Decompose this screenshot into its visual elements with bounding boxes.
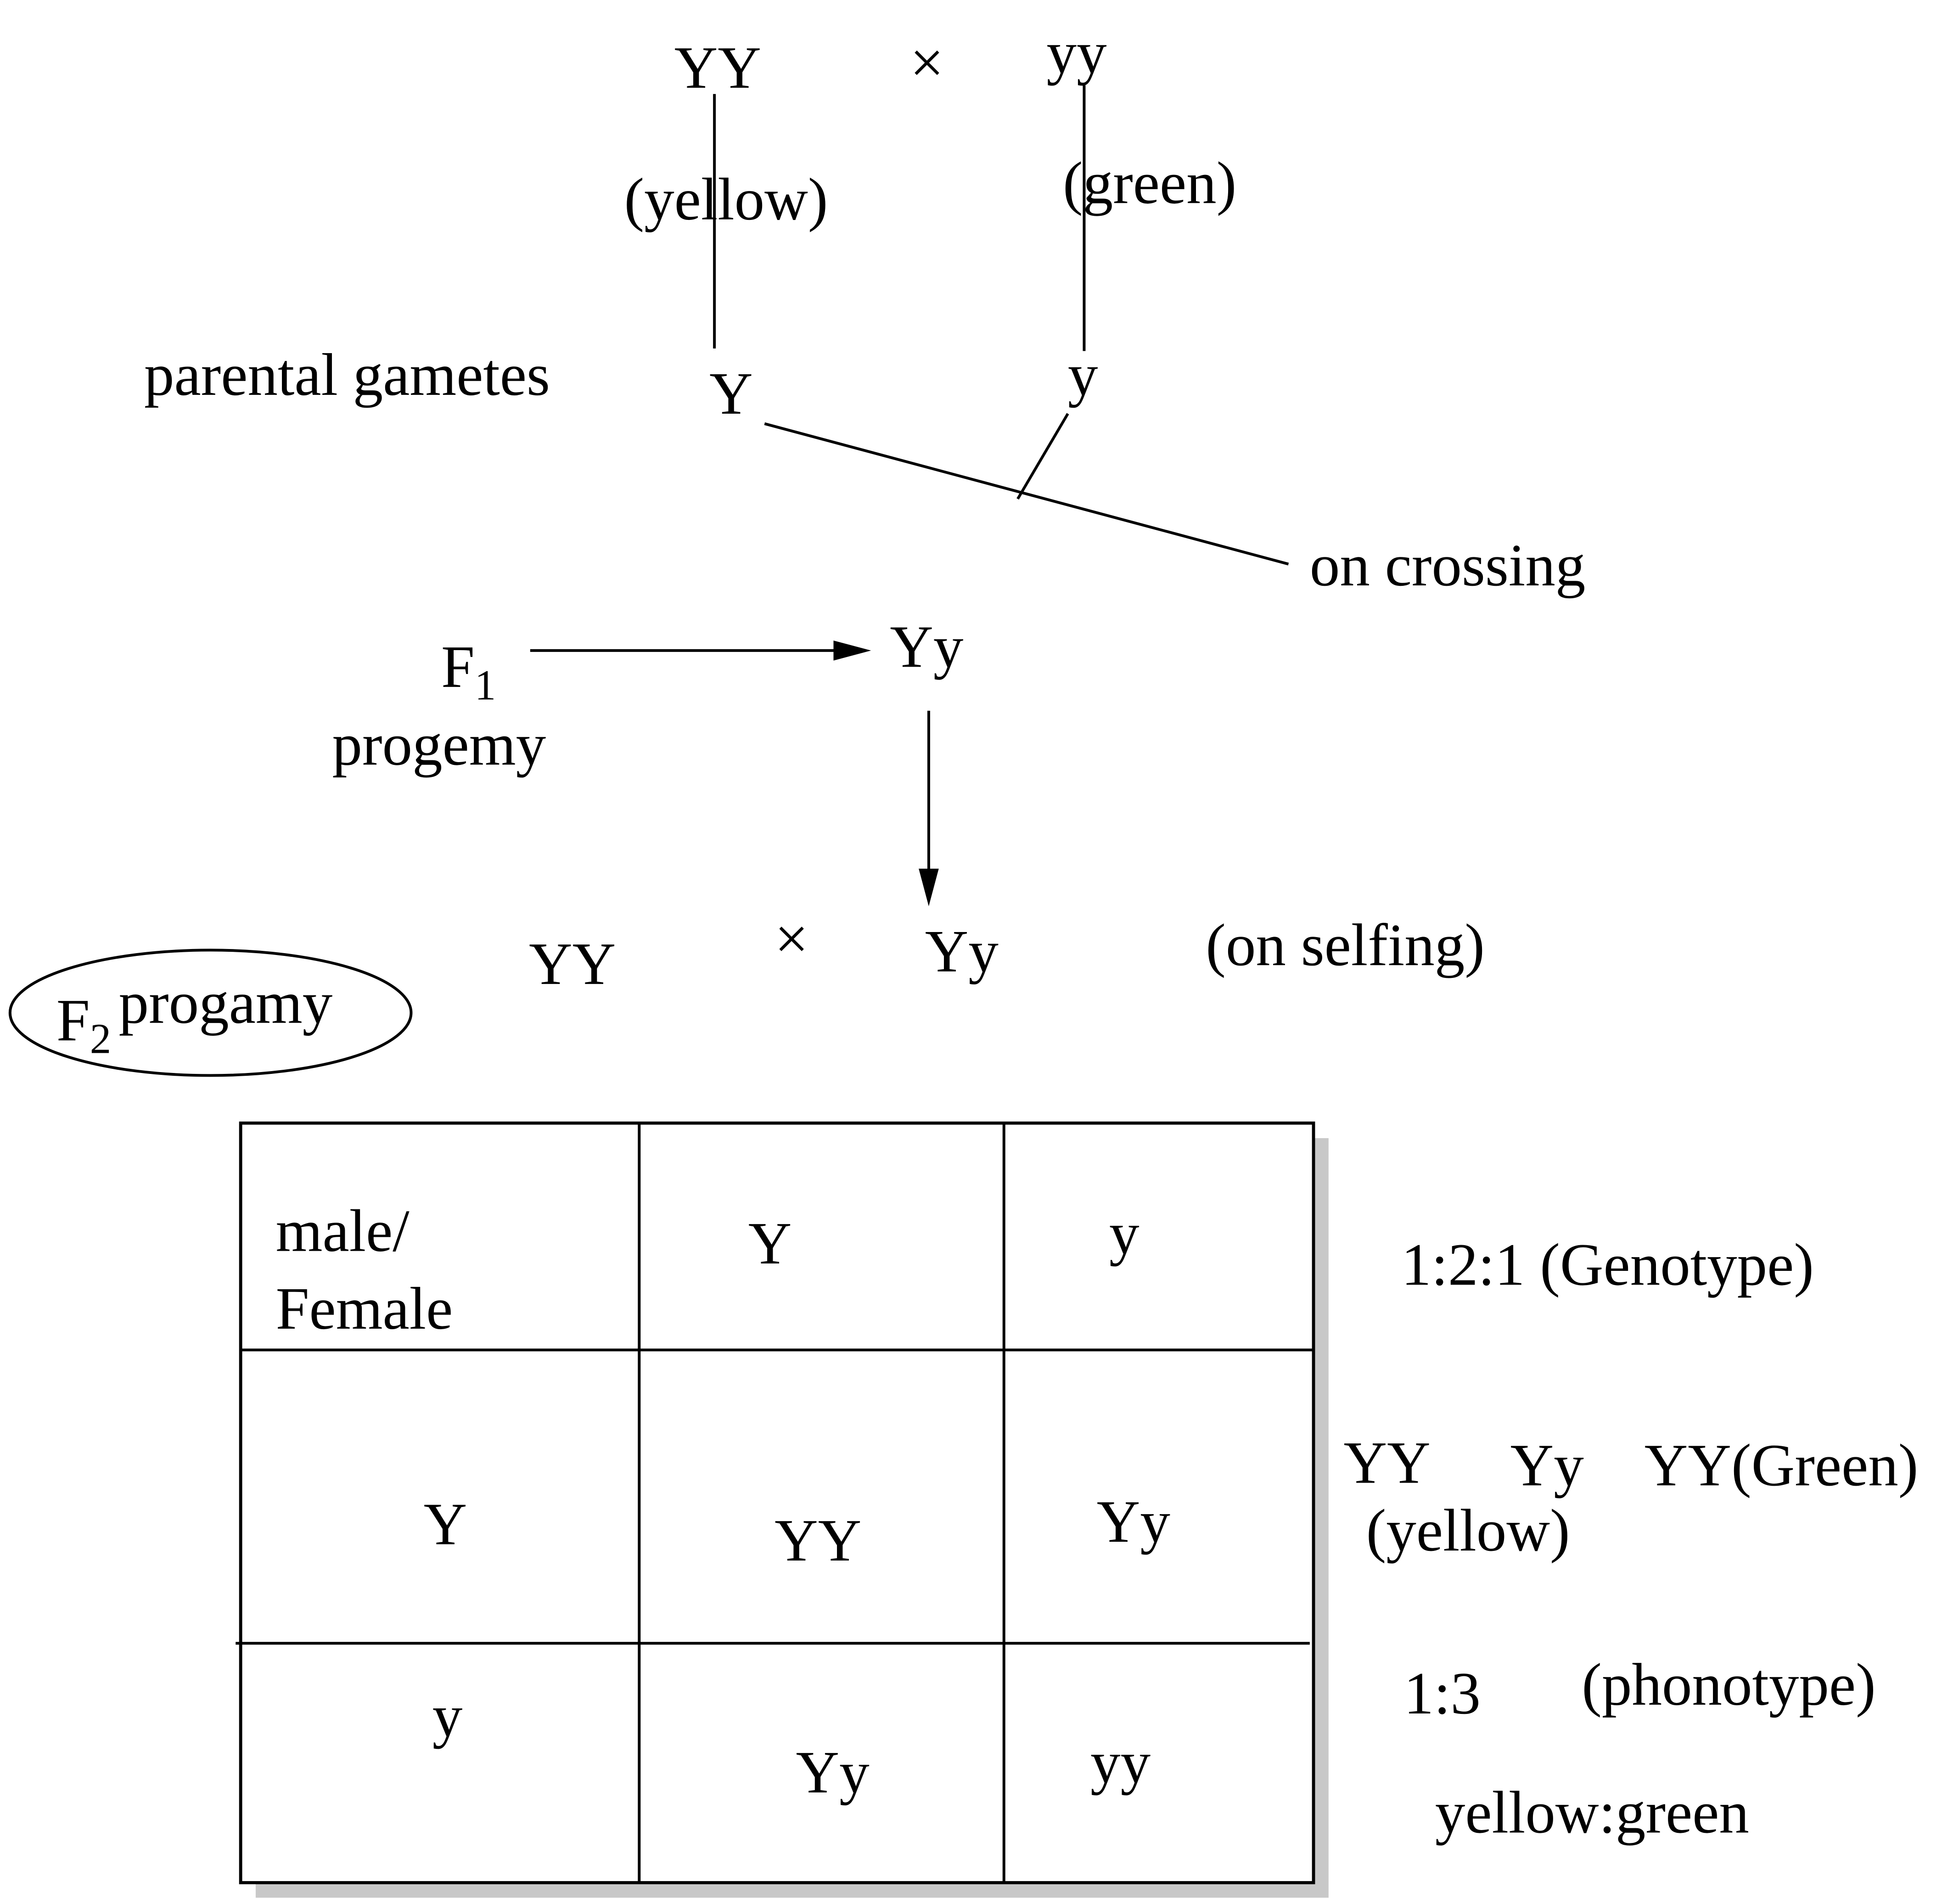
gametes-label: parental gametes [144,342,550,408]
parent-2-phenotype: (green) [1063,150,1236,216]
table-cell: Yy [1097,1488,1170,1555]
selfing-note: (on selfing) [1206,912,1485,978]
f1-label: F1 [441,634,496,709]
table-cell: YY [775,1507,861,1574]
table-cell: Yy [796,1739,870,1806]
table-corner: Female [276,1275,453,1342]
gamete-1: Y [709,360,753,427]
parent-1-phenotype: (yellow) [624,166,828,233]
selfing-cross: × [775,906,808,972]
result-genotype: Yy [1510,1432,1584,1499]
row-header: y [432,1683,463,1749]
phenotype-ratio: 1:3 [1404,1660,1481,1727]
selfing-a: YY [529,931,616,997]
table-corner: male/ [276,1198,410,1264]
result-genotype: YY [1344,1430,1431,1496]
crossing-note: on crossing [1310,532,1586,599]
arrowhead-icon [919,868,939,906]
crossing-line-2 [1016,413,1069,500]
selfing-b: Yy [925,918,999,985]
f2-label: F2progamy [56,970,332,1063]
phenotype-key: yellow:green [1435,1779,1749,1846]
gamete-2: y [1068,342,1098,408]
col-header: y [1109,1200,1139,1267]
genotype-ratio: 1:2:1 (Genotype) [1401,1231,1814,1298]
parent-1-genotype: YY [674,34,761,101]
cross-symbol: × [910,29,944,96]
punnett-table [239,1121,1315,1884]
arrowhead-icon [833,640,871,661]
crossing-line [764,422,1289,566]
result-genotype: YY(Green) [1645,1432,1919,1499]
f2-ellipse [8,949,413,1077]
phenotype-label: (phonotype) [1582,1651,1875,1718]
row-header: Y [424,1491,467,1557]
col-header: Y [748,1210,792,1277]
parent-2-genotype: yy [1047,19,1107,86]
f1-label-2: progemy [332,711,546,778]
yellow-label: (yellow) [1366,1497,1570,1564]
f1-genotype: Yy [890,613,963,680]
table-cell: yy [1090,1729,1151,1796]
